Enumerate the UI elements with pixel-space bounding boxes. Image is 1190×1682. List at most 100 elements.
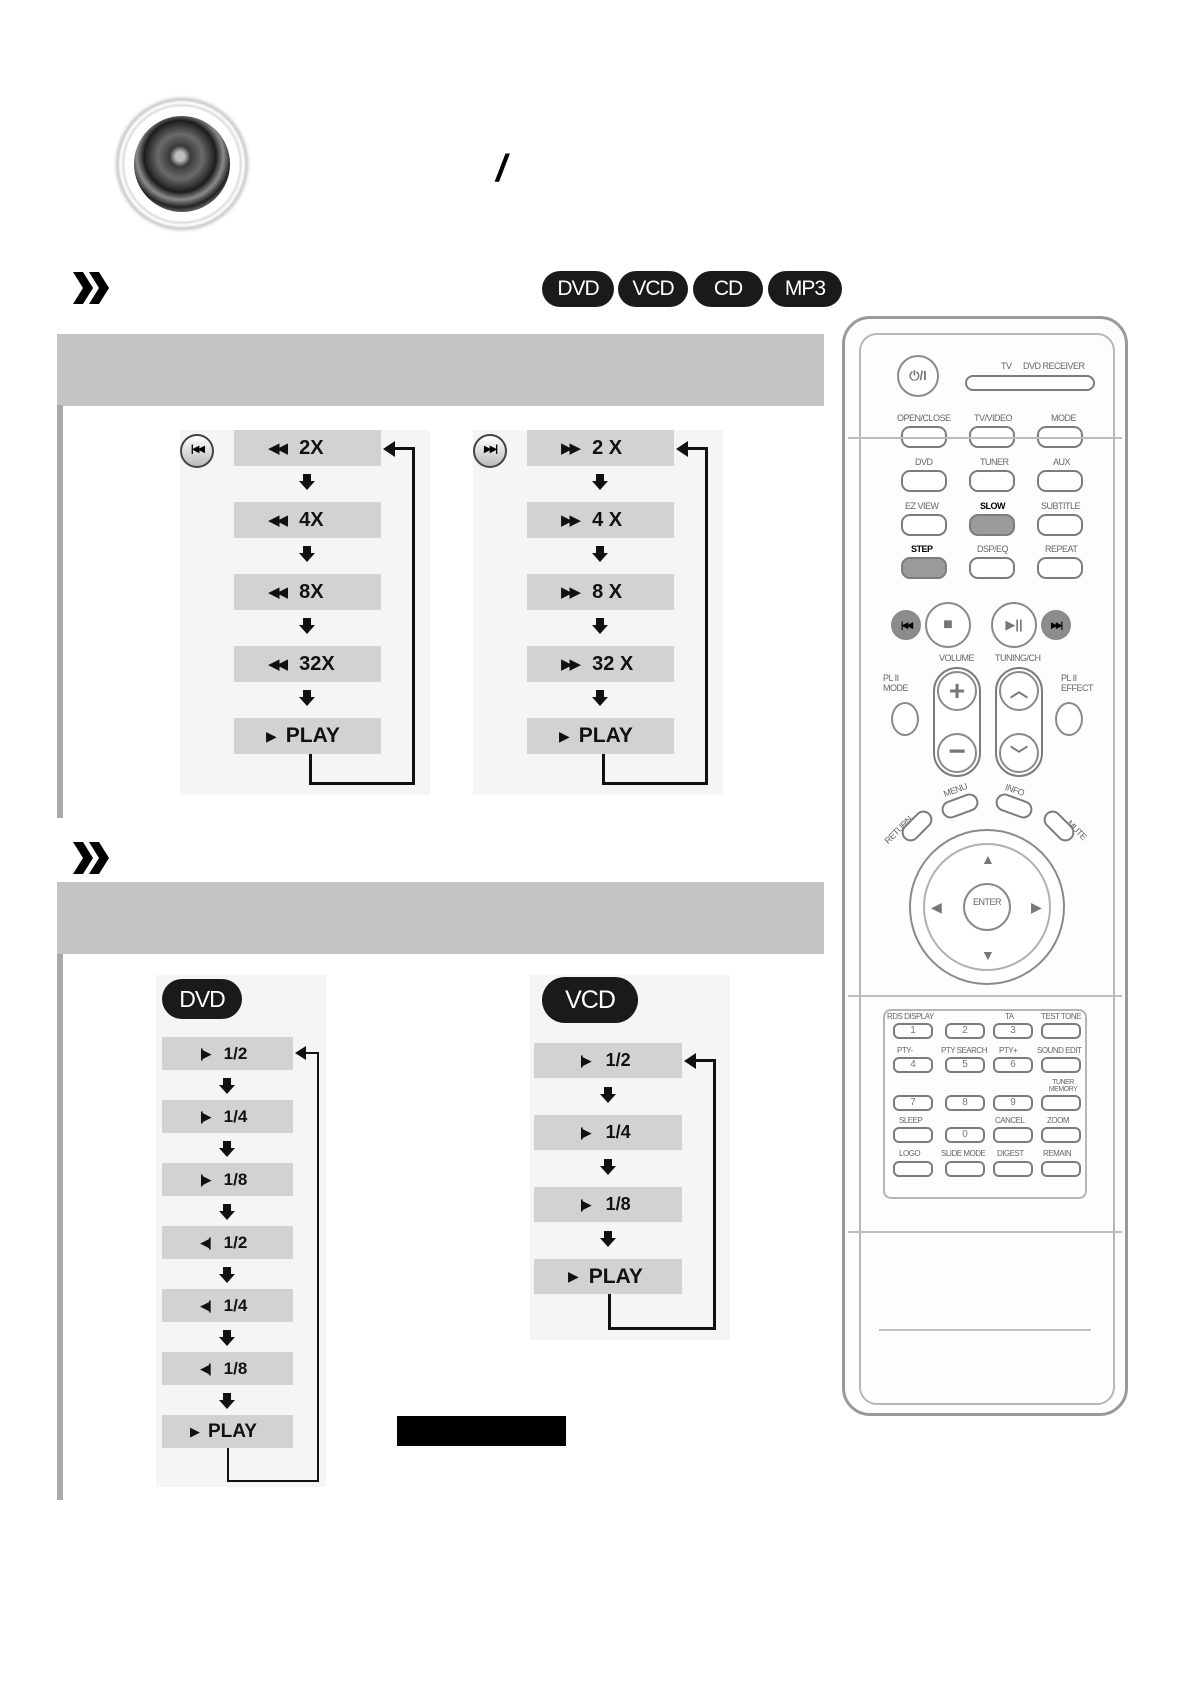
skip-back-button[interactable]: |◀◀ <box>891 610 921 640</box>
number-5-button[interactable]: 5 <box>945 1057 985 1073</box>
tv-video-label: TV/VIDEO <box>974 413 1013 423</box>
rewind-step: ◀◀ 4X <box>234 502 381 538</box>
enter-button[interactable] <box>963 883 1011 931</box>
cancel-button[interactable] <box>993 1127 1033 1143</box>
number-3-button[interactable]: 3 <box>993 1023 1033 1039</box>
play-icon: ▶ <box>190 1423 200 1439</box>
ez-view-label: EZ VIEW <box>905 501 939 511</box>
section-rule <box>57 405 63 818</box>
tuning-up-button[interactable]: ︿ <box>999 671 1039 711</box>
sleep-label: SLEEP <box>899 1116 923 1125</box>
mode-switch[interactable] <box>965 375 1095 391</box>
number-4-button[interactable]: 4 <box>893 1057 933 1073</box>
slide-mode-button[interactable] <box>945 1161 985 1177</box>
rewind-icon: ◀◀ <box>268 512 288 529</box>
badge-dvd-slow: DVD <box>162 979 242 1019</box>
ntsc-pal-button[interactable] <box>901 514 947 536</box>
number-9-button[interactable]: 9 <box>993 1095 1033 1111</box>
down-arrow-icon <box>299 618 315 634</box>
section-chevron-icon <box>73 842 109 874</box>
forward-diagram: ▶▶| ▶▶ 2 X ▶▶ 4 X ▶▶ 8 X ▶▶ 32 X ▶ PLAY <box>473 430 723 795</box>
rewind-step-play: ▶ PLAY <box>234 718 381 754</box>
dvd-label: DVD <box>915 457 933 467</box>
sleep-button[interactable] <box>893 1127 933 1143</box>
play-pause-button[interactable]: ▶|| <box>991 602 1037 648</box>
down-arrow-icon <box>299 546 315 562</box>
volume-label: VOLUME <box>939 653 975 663</box>
pl2-effect-button[interactable] <box>1055 702 1083 736</box>
loop-arrow-icon <box>676 441 688 457</box>
down-arrow-icon <box>219 1330 235 1346</box>
down-arrow-icon <box>600 1159 616 1175</box>
number-2-button[interactable]: 2 <box>945 1023 985 1039</box>
nav-up-icon[interactable]: ▲ <box>981 851 995 867</box>
slow-label: SLOW <box>980 501 1006 511</box>
forward-step-play: ▶ PLAY <box>527 718 674 754</box>
pty-search-label: PTY SEARCH <box>941 1046 987 1055</box>
dvd-receiver-label: DVD RECEIVER <box>1023 361 1085 371</box>
rewind-step: ◀◀ 2X <box>234 430 381 466</box>
pl2-mode-button[interactable] <box>891 702 919 736</box>
rds-display-label: RDS DISPLAY <box>887 1012 934 1021</box>
remain-button[interactable] <box>1041 1161 1081 1177</box>
section-chevron-icon <box>73 272 109 304</box>
skip-forward-icon: ▶▶| <box>473 434 507 468</box>
down-arrow-icon <box>219 1393 235 1409</box>
repeat-button[interactable] <box>1037 557 1083 579</box>
nav-left-icon[interactable]: ◀ <box>931 899 942 915</box>
test-tone-button[interactable] <box>1041 1023 1081 1039</box>
zoom-label: ZOOM <box>1047 1116 1070 1125</box>
zoom-button[interactable] <box>1041 1127 1081 1143</box>
dvd-slow-step: ◀| 1/4 <box>162 1289 293 1322</box>
sound-edit-button[interactable] <box>1041 1057 1081 1073</box>
power-button[interactable]: ⏻/I <box>897 355 939 397</box>
number-0-button[interactable]: 0 <box>945 1127 985 1143</box>
down-arrow-icon <box>592 690 608 706</box>
remote-control: ⏻/I TV DVD RECEIVER OPEN/CLOSE TV/VIDEO … <box>842 316 1128 1416</box>
number-7-button[interactable]: 7 <box>893 1095 933 1111</box>
slow-forward-icon: |▶ <box>580 1052 592 1068</box>
slide-mode-label: SLIDE MODE <box>941 1149 986 1158</box>
dvd-slow-step: |▶ 1/8 <box>162 1163 293 1196</box>
band-button[interactable] <box>969 470 1015 492</box>
sound-edit-label: SOUND EDIT <box>1037 1046 1082 1055</box>
nav-right-icon[interactable]: ▶ <box>1031 899 1042 915</box>
subtitle-button[interactable] <box>1037 514 1083 536</box>
skip-forward-button[interactable]: ▶▶| <box>1041 610 1071 640</box>
tuner-memory-button[interactable] <box>1041 1095 1081 1111</box>
dvd-button[interactable] <box>901 470 947 492</box>
open-close-label: OPEN/CLOSE <box>897 413 951 423</box>
keypad-area <box>883 1009 1087 1199</box>
volume-up-button[interactable]: + <box>937 671 977 711</box>
step-button[interactable] <box>901 557 947 579</box>
rewind-icon: ◀◀ <box>268 440 288 457</box>
badge-vcd-slow: VCD <box>542 977 638 1023</box>
vcd-slow-step: |▶ 1/4 <box>534 1115 682 1150</box>
number-8-button[interactable]: 8 <box>945 1095 985 1111</box>
volume-down-button[interactable]: − <box>937 733 977 773</box>
logo-button[interactable] <box>893 1161 933 1177</box>
vcd-slow-step-play: ▶ PLAY <box>534 1259 682 1294</box>
tuning-down-button[interactable]: ﹀ <box>999 733 1039 773</box>
down-arrow-icon <box>600 1087 616 1103</box>
mo-st-button[interactable] <box>969 514 1015 536</box>
slow-forward-icon: |▶ <box>200 1171 212 1187</box>
stop-button[interactable]: ■ <box>925 602 971 648</box>
dvd-slow-step-play: ▶ PLAY <box>162 1415 293 1448</box>
fast-forward-icon: ▶▶ <box>561 512 581 529</box>
dsp-eq-button[interactable] <box>969 557 1015 579</box>
aux-button[interactable] <box>1037 470 1083 492</box>
section-header-slow <box>57 882 824 954</box>
fast-forward-icon: ▶▶ <box>561 584 581 601</box>
loop-arrow-icon <box>295 1046 306 1060</box>
repeat-label: REPEAT <box>1045 544 1078 554</box>
number-6-button[interactable]: 6 <box>993 1057 1033 1073</box>
cancel-label: CANCEL <box>995 1116 1025 1125</box>
nav-down-icon[interactable]: ▼ <box>981 947 995 963</box>
speaker-logo <box>113 95 251 233</box>
digest-button[interactable] <box>993 1161 1033 1177</box>
down-arrow-icon <box>592 618 608 634</box>
number-1-button[interactable]: 1 <box>893 1023 933 1039</box>
slow-reverse-icon: ◀| <box>200 1297 212 1313</box>
enter-label: ENTER <box>973 897 1002 907</box>
